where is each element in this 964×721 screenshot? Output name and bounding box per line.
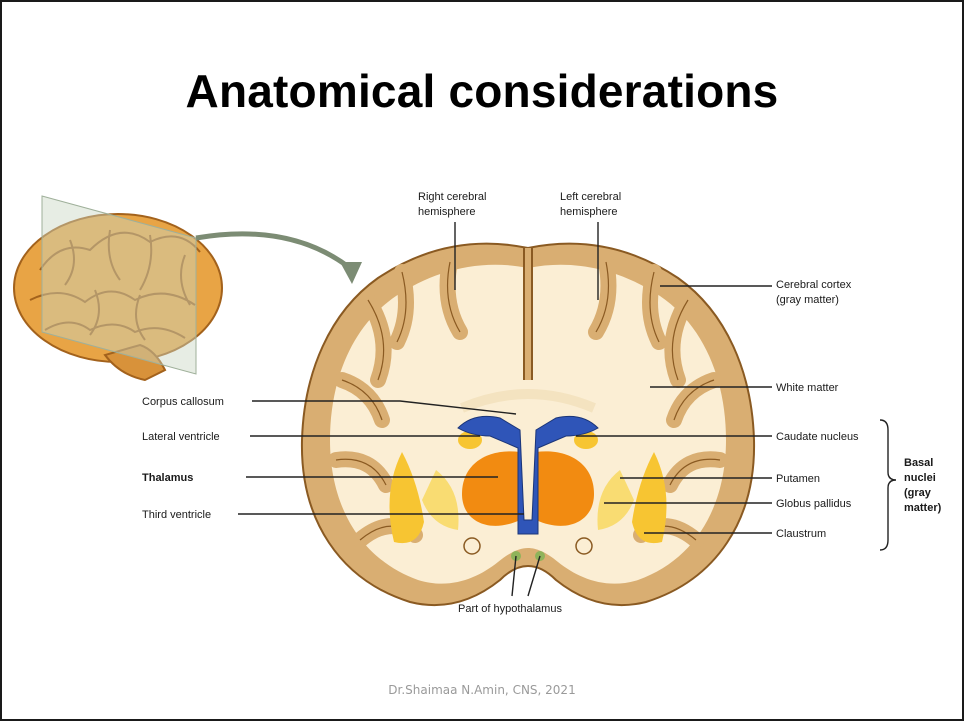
label-basal-4: matter) bbox=[904, 502, 942, 514]
label-basal-2: nuclei bbox=[904, 472, 936, 484]
label-globus: Globus pallidus bbox=[776, 498, 852, 510]
coronal-section bbox=[302, 244, 754, 605]
label-hypothalamus: Part of hypothalamus bbox=[458, 603, 562, 615]
label-corpus-callosum: Corpus callosum bbox=[142, 396, 224, 408]
label-caudate: Caudate nucleus bbox=[776, 431, 859, 443]
label-left-hemisphere-1: Left cerebral bbox=[560, 191, 621, 203]
label-cortex-1: Cerebral cortex bbox=[776, 279, 852, 291]
slide-footer: Dr.Shaimaa N.Amin, CNS, 2021 bbox=[0, 683, 964, 697]
label-white-matter: White matter bbox=[776, 382, 839, 394]
label-basal-1: Basal bbox=[904, 457, 933, 469]
whole-brain-illustration bbox=[14, 196, 362, 380]
label-cortex-2: (gray matter) bbox=[776, 294, 839, 306]
label-lateral-ventricle: Lateral ventricle bbox=[142, 431, 220, 443]
label-basal-3: (gray bbox=[904, 487, 932, 499]
label-claustrum: Claustrum bbox=[776, 528, 826, 540]
label-third-ventricle: Third ventricle bbox=[142, 509, 211, 521]
label-thalamus: Thalamus bbox=[142, 472, 193, 484]
label-putamen: Putamen bbox=[776, 473, 820, 485]
label-right-hemisphere-1: Right cerebral bbox=[418, 191, 486, 203]
label-left-hemisphere-2: hemisphere bbox=[560, 206, 617, 218]
label-right-hemisphere-2: hemisphere bbox=[418, 206, 475, 218]
